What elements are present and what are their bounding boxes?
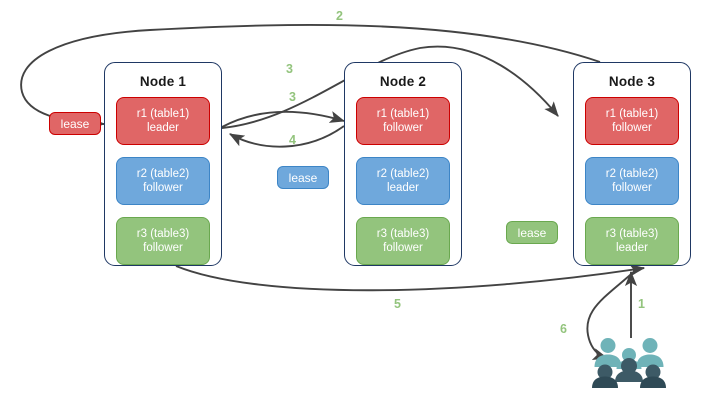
node-1-replica-r3-role: follower bbox=[143, 242, 183, 254]
node-1-replica-r2-role: follower bbox=[143, 182, 183, 194]
node-1-replica-r1[interactable]: r1 (table1) leader bbox=[116, 97, 210, 145]
edge-3-short-path bbox=[221, 111, 346, 128]
lease-badge-r1[interactable]: lease bbox=[49, 112, 101, 135]
node-3[interactable]: Node 3 r1 (table1) follower r2 (table2) … bbox=[573, 62, 691, 266]
edge-label-4: 4 bbox=[289, 133, 296, 147]
node-1-replica-r1-name: r1 (table1) bbox=[136, 108, 190, 120]
node-3-replica-r2[interactable]: r2 (table2) follower bbox=[585, 157, 679, 205]
node-3-replica-r3[interactable]: r3 (table3) leader bbox=[585, 217, 679, 265]
node-1-title: Node 1 bbox=[139, 74, 187, 89]
edge-4-path bbox=[229, 125, 345, 148]
users-icon bbox=[592, 338, 666, 388]
node-2-title: Node 2 bbox=[379, 74, 427, 89]
node-3-replica-r2-role: follower bbox=[612, 182, 652, 194]
node-1-replica-r2-name: r2 (table2) bbox=[136, 168, 190, 180]
node-1[interactable]: Node 1 r1 (table1) leader r2 (table2) fo… bbox=[104, 62, 222, 266]
edge-label-1: 1 bbox=[638, 297, 645, 311]
node-2-replica-r3-name: r3 (table3) bbox=[376, 228, 430, 240]
node-1-replica-r2[interactable]: r2 (table2) follower bbox=[116, 157, 210, 205]
edge-label-3-short: 3 bbox=[289, 90, 296, 104]
node-3-replica-r1[interactable]: r1 (table1) follower bbox=[585, 97, 679, 145]
edge-label-5: 5 bbox=[394, 297, 401, 311]
node-2[interactable]: Node 2 r1 (table1) follower r2 (table2) … bbox=[344, 62, 462, 266]
node-1-replica-r3-name: r3 (table3) bbox=[136, 228, 190, 240]
edge-label-3-long: 3 bbox=[286, 62, 293, 76]
edge-label-6: 6 bbox=[560, 322, 567, 336]
lease-badge-r2[interactable]: lease bbox=[277, 166, 329, 189]
node-2-replica-r1-role: follower bbox=[383, 122, 423, 134]
node-1-replica-r3[interactable]: r3 (table3) follower bbox=[116, 217, 210, 265]
edge-label-2: 2 bbox=[336, 9, 343, 23]
node-2-replica-r2-role: leader bbox=[387, 182, 419, 194]
node-3-replica-r3-role: leader bbox=[616, 242, 648, 254]
node-2-replica-r3-role: follower bbox=[383, 242, 423, 254]
node-2-replica-r1-name: r1 (table1) bbox=[376, 108, 430, 120]
node-2-replica-r3[interactable]: r3 (table3) follower bbox=[356, 217, 450, 265]
node-3-replica-r2-name: r2 (table2) bbox=[605, 168, 659, 180]
node-1-replicas: r1 (table1) leader r2 (table2) follower … bbox=[105, 89, 221, 276]
node-3-replica-r1-role: follower bbox=[612, 122, 652, 134]
node-1-replica-r1-role: leader bbox=[147, 122, 179, 134]
node-3-replica-r3-name: r3 (table3) bbox=[605, 228, 659, 240]
node-2-replicas: r1 (table1) follower r2 (table2) leader … bbox=[345, 89, 461, 276]
lease-badge-r3[interactable]: lease bbox=[506, 221, 558, 244]
node-3-replica-r1-name: r1 (table1) bbox=[605, 108, 659, 120]
node-3-title: Node 3 bbox=[608, 74, 656, 89]
node-2-replica-r2[interactable]: r2 (table2) leader bbox=[356, 157, 450, 205]
node-3-replicas: r1 (table1) follower r2 (table2) followe… bbox=[574, 89, 690, 276]
node-2-replica-r1[interactable]: r1 (table1) follower bbox=[356, 97, 450, 145]
node-2-replica-r2-name: r2 (table2) bbox=[376, 168, 430, 180]
